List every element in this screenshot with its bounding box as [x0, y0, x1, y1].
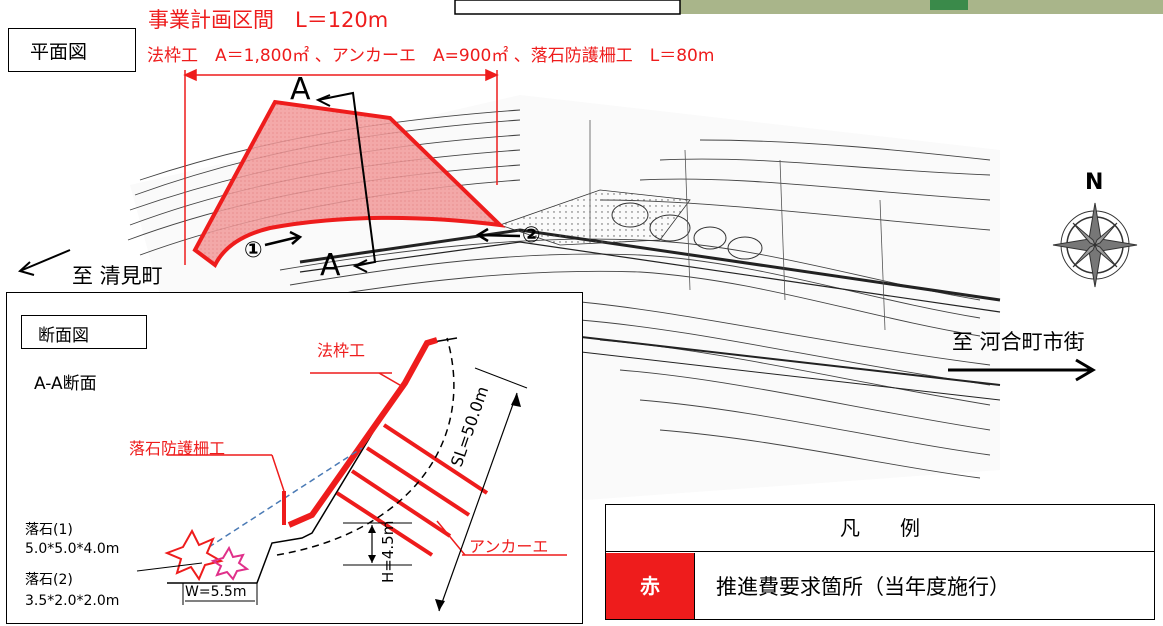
plan-label: 平面図	[30, 41, 88, 63]
west-arrow	[17, 249, 71, 276]
slope-frame-label: 法枠工	[317, 341, 366, 360]
legend-box: 凡 例 赤 推進費要求箇所（当年度施行）	[605, 504, 1155, 620]
width-label: W=5.5m	[185, 584, 247, 600]
section-line-aa	[315, 91, 377, 273]
section-label-box: 断面図	[21, 315, 147, 349]
to-kiyomi-label: 至 清見町	[72, 264, 163, 288]
height-label: H=4.5m	[379, 520, 397, 583]
rock-2-shape	[210, 545, 250, 581]
to-kawai-label: 至 河合町市街	[952, 330, 1085, 354]
section-marker-top: A	[290, 72, 311, 107]
anchor-work-label: アンカーエ	[469, 537, 549, 556]
north-label: N	[1085, 170, 1104, 195]
slope-frame-red	[287, 337, 438, 528]
work-area-red	[192, 99, 506, 269]
section-label: 断面図	[38, 326, 89, 346]
rock-1-name: 落石(1)	[25, 522, 73, 538]
east-arrow	[948, 358, 1096, 382]
rock-1-size: 5.0*5.0*4.0m	[25, 541, 120, 557]
river-line	[519, 329, 1001, 386]
section-subtitle: A-A断面	[34, 374, 97, 394]
point-1-label: ①	[244, 238, 263, 263]
project-section-dimension	[183, 68, 499, 265]
project-section-label: 事業計画区間 L＝120m	[148, 8, 389, 32]
plan-label-box: 平面図	[8, 28, 136, 72]
point-2-label: ②	[522, 223, 541, 248]
legend-title: 凡 例	[606, 505, 1154, 552]
section-panel: 断面図 A-A断面 法枠工 落石防護柵工 アンカーエ SL=50.0m H=4.…	[6, 292, 583, 624]
section-marker-bottom: A	[320, 248, 341, 283]
compass-rose-icon	[1052, 202, 1138, 288]
rock-1-shape	[164, 528, 224, 582]
works-summary-label: 法枠工 A＝1,800㎡ 、アンカーエ A=900㎡ 、落石防護柵工 L＝80m	[147, 46, 715, 66]
legend-description: 推進費要求箇所（当年度施行）	[716, 575, 1010, 599]
cross-section-drawing	[136, 337, 567, 612]
rock-2-size: 3.5*2.0*2.0m	[25, 593, 120, 609]
legend-red-swatch: 赤	[606, 553, 695, 619]
rock-2-name: 落石(2)	[25, 572, 73, 588]
rockfall-fence-label: 落石防護柵工	[129, 439, 226, 458]
